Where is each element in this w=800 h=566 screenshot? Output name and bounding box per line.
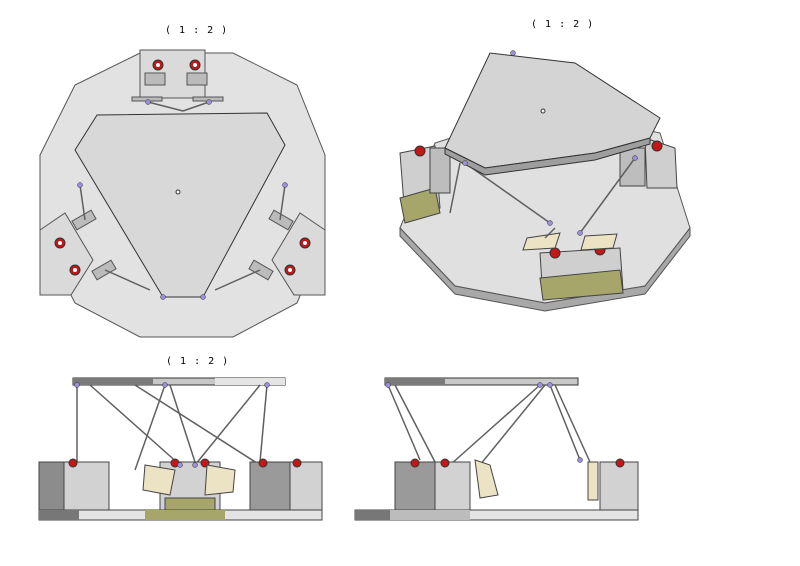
front-right-block [249, 458, 323, 511]
front-view [38, 377, 323, 521]
iso-right-block [619, 137, 678, 189]
front-struts [76, 384, 268, 471]
iso-left-block [399, 145, 451, 224]
front-joints [74, 382, 270, 468]
side-right-block [587, 458, 639, 511]
side-left-block [394, 458, 499, 511]
joints [77, 99, 288, 300]
front-view-scale-label: ( 1 : 2 ) [166, 356, 230, 367]
struts [79, 101, 286, 291]
side-struts [387, 384, 591, 466]
iso-joints [462, 50, 638, 236]
front-center-block [142, 458, 236, 511]
top-view [39, 49, 326, 338]
iso-platform-center-mark [540, 108, 546, 114]
side-joints [385, 382, 583, 463]
top-view-scale-label: ( 1 : 2 ) [165, 25, 229, 36]
left-mount-block [39, 209, 117, 296]
right-mount-block [248, 209, 326, 296]
iso-front-block [522, 232, 624, 301]
iso-struts [449, 157, 636, 239]
top-mount-block [131, 49, 224, 102]
isometric-view [399, 50, 691, 312]
front-left-block [38, 458, 110, 511]
iso-platform-edge [444, 137, 651, 176]
side-view [354, 377, 639, 521]
iso-base-edge [399, 226, 691, 312]
isometric-view-scale-label: ( 1 : 2 ) [531, 19, 595, 30]
platform-center-mark [175, 189, 181, 195]
